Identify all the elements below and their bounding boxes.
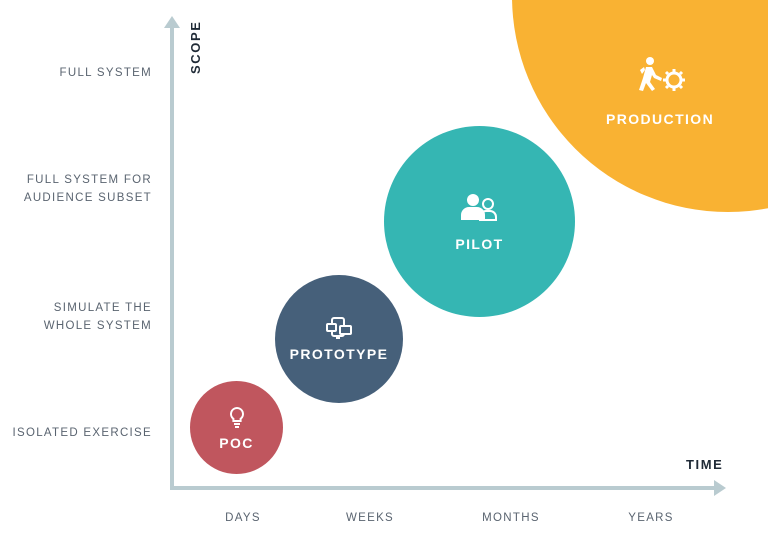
y-label-isolated-exercise: ISOLATED EXERCISE: [12, 427, 152, 439]
stage-label-poc: POC: [219, 434, 254, 451]
users-icon: [460, 193, 497, 221]
stage-bubble-poc: POC: [190, 381, 283, 474]
lightbulb-icon: [229, 406, 244, 428]
y-label-full-system-subset: FULL SYSTEM FOR AUDIENCE SUBSET: [23, 174, 152, 204]
x-label-months: MONTHS: [482, 512, 540, 524]
y-label-full-system: FULL SYSTEM: [59, 67, 152, 79]
x-axis-arrow: [714, 480, 726, 496]
stage-label-pilot: PILOT: [455, 235, 504, 252]
stage-bubble-pilot: PILOT: [384, 126, 575, 317]
y-label-simulate-whole-system: SIMULATE THE WHOLE SYSTEM: [43, 302, 152, 332]
x-label-weeks: WEEKS: [345, 512, 395, 524]
stage-label-prototype: PROTOTYPE: [289, 346, 389, 362]
x-axis-title: TIME: [686, 457, 724, 472]
y-axis-title: SCOPE: [188, 20, 203, 74]
stage-bubble-prototype: PROTOTYPE: [275, 275, 403, 403]
x-label-years: YEARS: [628, 512, 674, 524]
stage-bubble-production: PRODUCTION: [512, 0, 768, 212]
y-axis-arrow: [164, 16, 180, 28]
x-label-days: DAYS: [225, 512, 261, 524]
worker-gear-icon: [639, 57, 685, 91]
stage-label-production: PRODUCTION: [606, 111, 715, 127]
devices-icon: [326, 317, 352, 339]
